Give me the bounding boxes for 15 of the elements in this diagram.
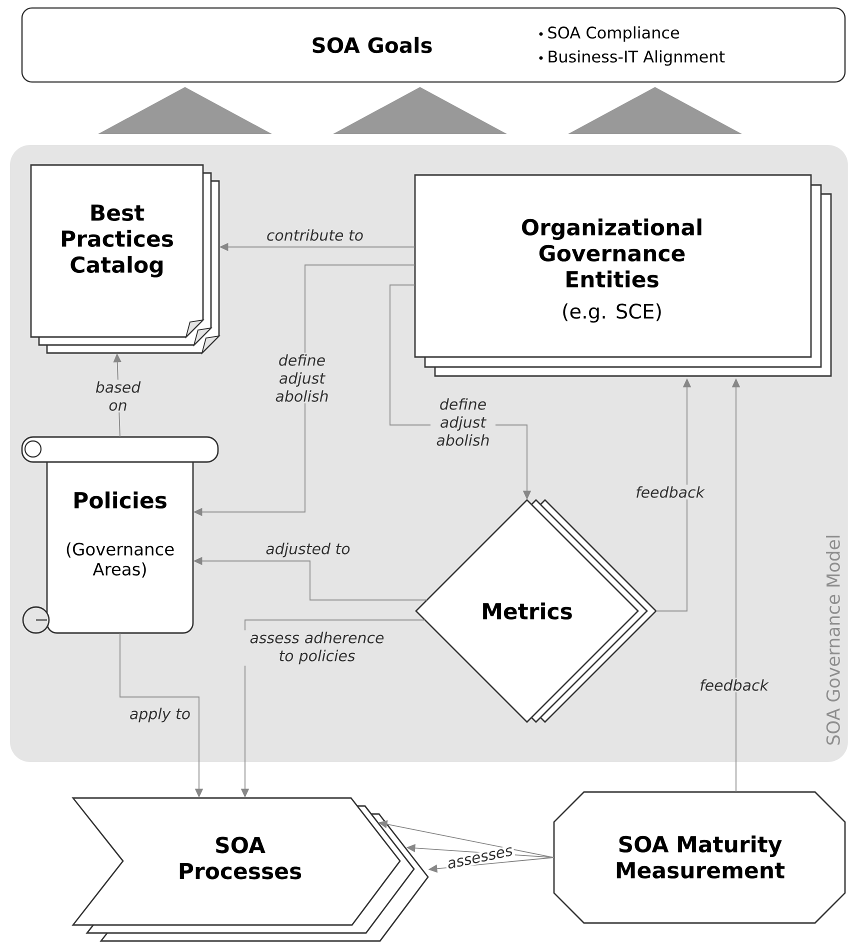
- edge-label: based on: [92, 380, 144, 412]
- edge-label: contribute to: [264, 228, 366, 242]
- edge-label: define adjust abolish: [430, 396, 496, 448]
- chevron-stack: SOA Processes: [72, 797, 429, 942]
- bullet-item: Business-IT Alignment: [539, 50, 725, 66]
- bullet-item: SOA Compliance: [539, 26, 680, 42]
- edge-label: feedback: [698, 678, 770, 692]
- entity-stack: Organizational Governance Entities (e.g. SCE): [414, 174, 832, 377]
- edge-label: apply to: [128, 706, 192, 724]
- edge-label: adjusted to: [264, 541, 352, 559]
- edge-label: feedback: [634, 484, 706, 500]
- edge-label: assesses: [444, 845, 516, 871]
- octagon-box: SOA Maturity Measurement: [553, 791, 846, 924]
- edge-label: define adjust abolish: [270, 352, 334, 404]
- edge-label: assess adherence to policies: [240, 630, 394, 666]
